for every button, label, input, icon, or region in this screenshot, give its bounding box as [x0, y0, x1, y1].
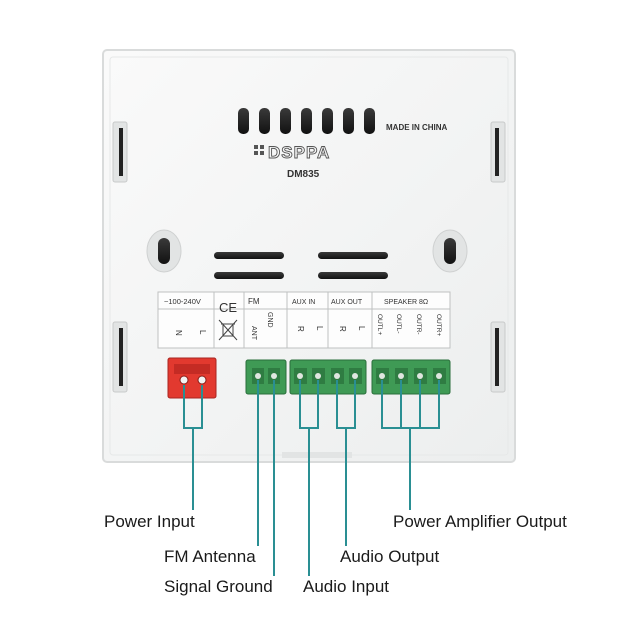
power-pin-l: L — [198, 330, 207, 335]
fm-group-title: FM — [248, 297, 260, 306]
speaker-pin-outl-plus: OUTL+ — [376, 314, 383, 335]
speaker-pin-outl-minus: OUTL- — [395, 314, 402, 334]
signal-ground-label: Signal Ground — [164, 577, 273, 596]
screw-holes — [146, 229, 468, 273]
aux-in-group-title: AUX IN — [292, 299, 315, 306]
leader-lines — [183, 380, 440, 576]
terminal-label-strip: ~100-240V N L CE FM ANT GND AUX IN R L A… — [157, 291, 451, 349]
fm-connector[interactable] — [245, 359, 287, 395]
aux-out-pin-r: R — [338, 326, 347, 332]
power-pin-n: N — [174, 330, 183, 336]
weee-bin-icon — [218, 319, 238, 341]
middle-vents — [214, 252, 388, 279]
aux-in-pin-r: R — [296, 326, 305, 332]
aux-connector[interactable] — [289, 359, 367, 395]
fm-pin-gnd: GND — [266, 312, 273, 328]
aux-in-pin-l: L — [315, 326, 324, 331]
audio-input-label: Audio Input — [303, 577, 390, 596]
leader-audio-output — [336, 380, 356, 546]
brand-logo: DSPPA — [254, 143, 330, 162]
leader-power-input — [183, 385, 203, 510]
aux-out-group-title: AUX OUT — [331, 299, 363, 306]
ce-mark: CE — [219, 300, 237, 315]
power-input-label: Power Input — [104, 512, 195, 531]
audio-output-label: Audio Output — [340, 547, 440, 566]
aux-out-pin-l: L — [357, 326, 366, 331]
bottom-notch — [282, 452, 352, 458]
power-group-title: ~100-240V — [164, 297, 201, 306]
power-amplifier-output-label: Power Amplifier Output — [393, 512, 567, 531]
speaker-connector[interactable] — [371, 359, 451, 395]
power-connector[interactable] — [167, 357, 217, 399]
speaker-pin-outr-plus: OUTR+ — [435, 314, 442, 336]
fm-pin-ant: ANT — [250, 326, 257, 341]
fm-antenna-label: FM Antenna — [164, 547, 256, 566]
leader-power-amp-output — [381, 380, 440, 510]
side-clips — [112, 121, 506, 393]
leader-audio-input — [299, 380, 319, 576]
speaker-group-title: SPEAKER 8Ω — [384, 299, 428, 306]
brand-logo-text: DSPPA — [268, 143, 330, 162]
model-label: DM835 — [287, 169, 320, 180]
speaker-pin-outr-minus: OUTR- — [415, 314, 422, 335]
made-in-label: MADE IN CHINA — [386, 123, 448, 132]
top-vents — [238, 108, 375, 134]
